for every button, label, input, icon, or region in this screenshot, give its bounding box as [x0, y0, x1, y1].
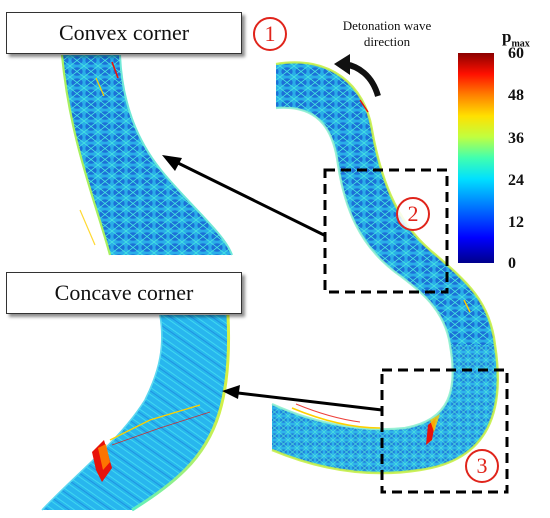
colorbar-tick-36: 36 [508, 130, 524, 147]
channel-upper-bend [276, 62, 495, 346]
convex-zoom-field [62, 55, 232, 255]
zoom-box-2 [323, 168, 449, 294]
colorbar-tick-0: 0 [508, 255, 516, 272]
colorbar-tick-60: 60 [508, 45, 524, 62]
concave-corner-zoom [41, 314, 231, 512]
concave-corner-label: Concave corner [6, 272, 242, 314]
colorbar-tick-48: 48 [508, 87, 524, 104]
marker-2: 2 [396, 197, 430, 231]
colorbar-title-sub: max [511, 38, 530, 50]
marker-3: 3 [465, 449, 499, 483]
direction-label: Detonation wave direction [322, 18, 452, 50]
convex-corner-zoom [60, 54, 233, 256]
s-channel-pressure-field [271, 61, 499, 475]
convex-corner-label: Convex corner [6, 12, 242, 54]
channel-lower-bend [272, 345, 498, 474]
colorbar-tick-24: 24 [508, 172, 524, 189]
zoom-box-3 [380, 368, 509, 494]
colorbar-tick-12: 12 [508, 214, 524, 231]
direction-line-2: direction [363, 34, 411, 49]
colorbar-title-main: p [502, 27, 512, 46]
colorbar-gradient [458, 53, 494, 263]
zoom-arrow-upper [162, 155, 327, 238]
marker-1: 1 [253, 17, 287, 51]
concave-zoom-field [42, 315, 229, 510]
zoom-arrow-lower [222, 385, 383, 412]
direction-line-1: Detonation wave [342, 18, 432, 33]
colorbar-title: pmax [502, 27, 530, 49]
detonation-direction-arrow [334, 54, 381, 97]
